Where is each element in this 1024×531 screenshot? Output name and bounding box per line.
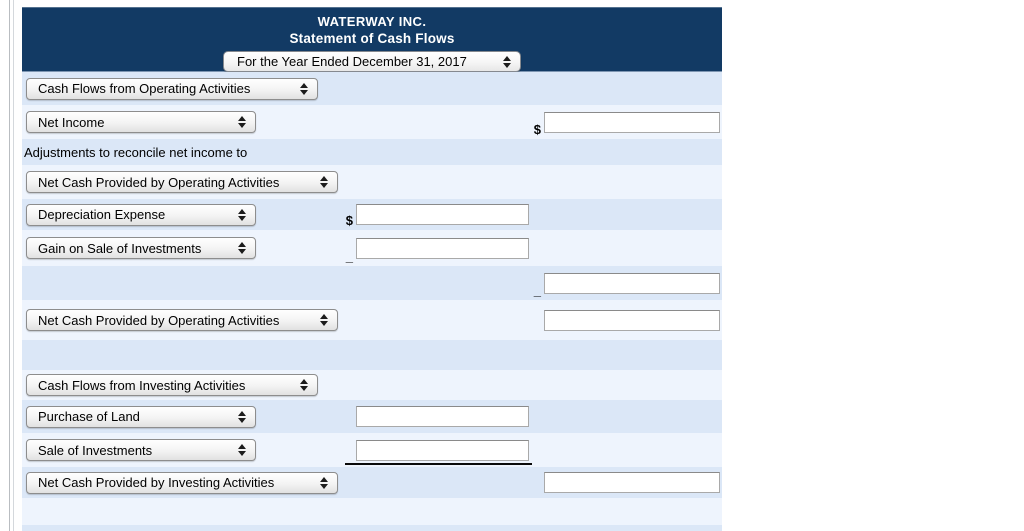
statement-row: Net Cash Provided by Investing Activitie…: [22, 467, 722, 498]
company-name: WATERWAY INC.: [317, 14, 427, 29]
select-spinner-icon: [238, 208, 246, 221]
minus-mark: _: [345, 249, 353, 264]
spacer-row: [22, 340, 722, 370]
account-select[interactable]: Cash Flows from Investing Activities: [26, 374, 318, 396]
account-select[interactable]: Cash Flows from Operating Activities: [26, 77, 318, 100]
statement-row: Adjustments to reconcile net income to: [22, 139, 722, 165]
account-select-label: Sale of Investments: [38, 442, 153, 458]
amount-input[interactable]: [544, 111, 720, 133]
account-select[interactable]: Net Cash Provided by Investing Activitie…: [26, 471, 338, 494]
amount-input[interactable]: [356, 204, 529, 225]
statement-masthead: WATERWAY INC. Statement of Cash Flows Fo…: [22, 7, 722, 72]
statement-row: Purchase of Land: [22, 400, 722, 433]
caption-text: Adjustments to reconcile net income to: [24, 144, 248, 160]
amount-input[interactable]: [544, 309, 720, 331]
spacer-row: [22, 525, 722, 531]
amount-input[interactable]: [356, 439, 529, 461]
amount-cell: [333, 400, 529, 433]
amount-cell: [521, 300, 720, 340]
account-select[interactable]: Purchase of Land: [26, 405, 256, 428]
amount-cell: [521, 467, 720, 498]
amount-input[interactable]: [544, 472, 720, 493]
select-spinner-icon: [320, 176, 328, 188]
frame-border-line: [13, 0, 14, 531]
account-select-label: Purchase of Land: [38, 409, 140, 424]
select-spinner-icon: [320, 314, 328, 326]
select-spinner-icon: [238, 116, 246, 128]
statement-title: Statement of Cash Flows: [289, 31, 455, 46]
statement-row: Net Cash Provided by Operating Activitie…: [22, 300, 722, 340]
worksheet: WATERWAY INC. Statement of Cash Flows Fo…: [22, 0, 722, 531]
statement-row: Cash Flows from Investing Activities: [22, 370, 722, 400]
account-select[interactable]: Net Cash Provided by Operating Activitie…: [26, 309, 338, 331]
amount-input[interactable]: [544, 272, 720, 294]
select-spinner-icon: [320, 476, 328, 489]
account-select[interactable]: Net Cash Provided by Operating Activitie…: [26, 171, 338, 193]
period-select[interactable]: For the Year Ended December 31, 2017: [223, 51, 521, 72]
account-select[interactable]: Net Income: [26, 111, 256, 133]
amount-cell: _: [521, 266, 720, 300]
account-select-label: Net Cash Provided by Operating Activitie…: [38, 312, 280, 328]
account-select[interactable]: Gain on Sale of Investments: [26, 237, 256, 259]
select-spinner-icon: [238, 410, 246, 423]
select-spinner-icon: [300, 379, 308, 391]
account-select[interactable]: Depreciation Expense: [26, 203, 256, 226]
statement-row: _: [22, 266, 722, 300]
amount-cell: $: [333, 199, 529, 230]
select-spinner-icon: [238, 242, 246, 254]
minus-mark: _: [533, 283, 541, 298]
amount-cell: $: [521, 105, 720, 139]
statement-row: Cash Flows from Operating Activities: [22, 72, 722, 105]
statement-row: Net Cash Provided by Operating Activitie…: [22, 165, 722, 199]
amount-cell: _: [333, 230, 529, 266]
account-select-label: Gain on Sale of Investments: [38, 240, 202, 256]
account-select-label: Net Cash Provided by Operating Activitie…: [38, 174, 280, 190]
subtotal-rule: [345, 463, 532, 465]
select-spinner-icon: [503, 55, 511, 68]
statement-row: Gain on Sale of Investments _: [22, 230, 722, 266]
account-select-label: Net Income: [38, 114, 105, 130]
select-spinner-icon: [300, 82, 308, 95]
frame-border-line: [9, 0, 10, 531]
dollar-sign: $: [533, 122, 541, 137]
statement-row: Sale of Investments: [22, 433, 722, 467]
period-select-label: For the Year Ended December 31, 2017: [237, 54, 467, 69]
account-select-label: Net Cash Provided by Investing Activitie…: [38, 475, 275, 490]
dollar-sign: $: [345, 213, 353, 228]
amount-cell: [333, 433, 529, 467]
statement-row: Net Income $: [22, 105, 722, 139]
account-select-label: Cash Flows from Operating Activities: [38, 81, 251, 96]
account-select[interactable]: Sale of Investments: [26, 439, 256, 461]
account-select-label: Cash Flows from Investing Activities: [38, 377, 246, 393]
select-spinner-icon: [238, 444, 246, 456]
account-select-label: Depreciation Expense: [38, 207, 166, 222]
spacer-row: [22, 498, 722, 525]
statement-row: Depreciation Expense $: [22, 199, 722, 230]
amount-input[interactable]: [356, 406, 529, 427]
amount-input[interactable]: [356, 237, 529, 259]
